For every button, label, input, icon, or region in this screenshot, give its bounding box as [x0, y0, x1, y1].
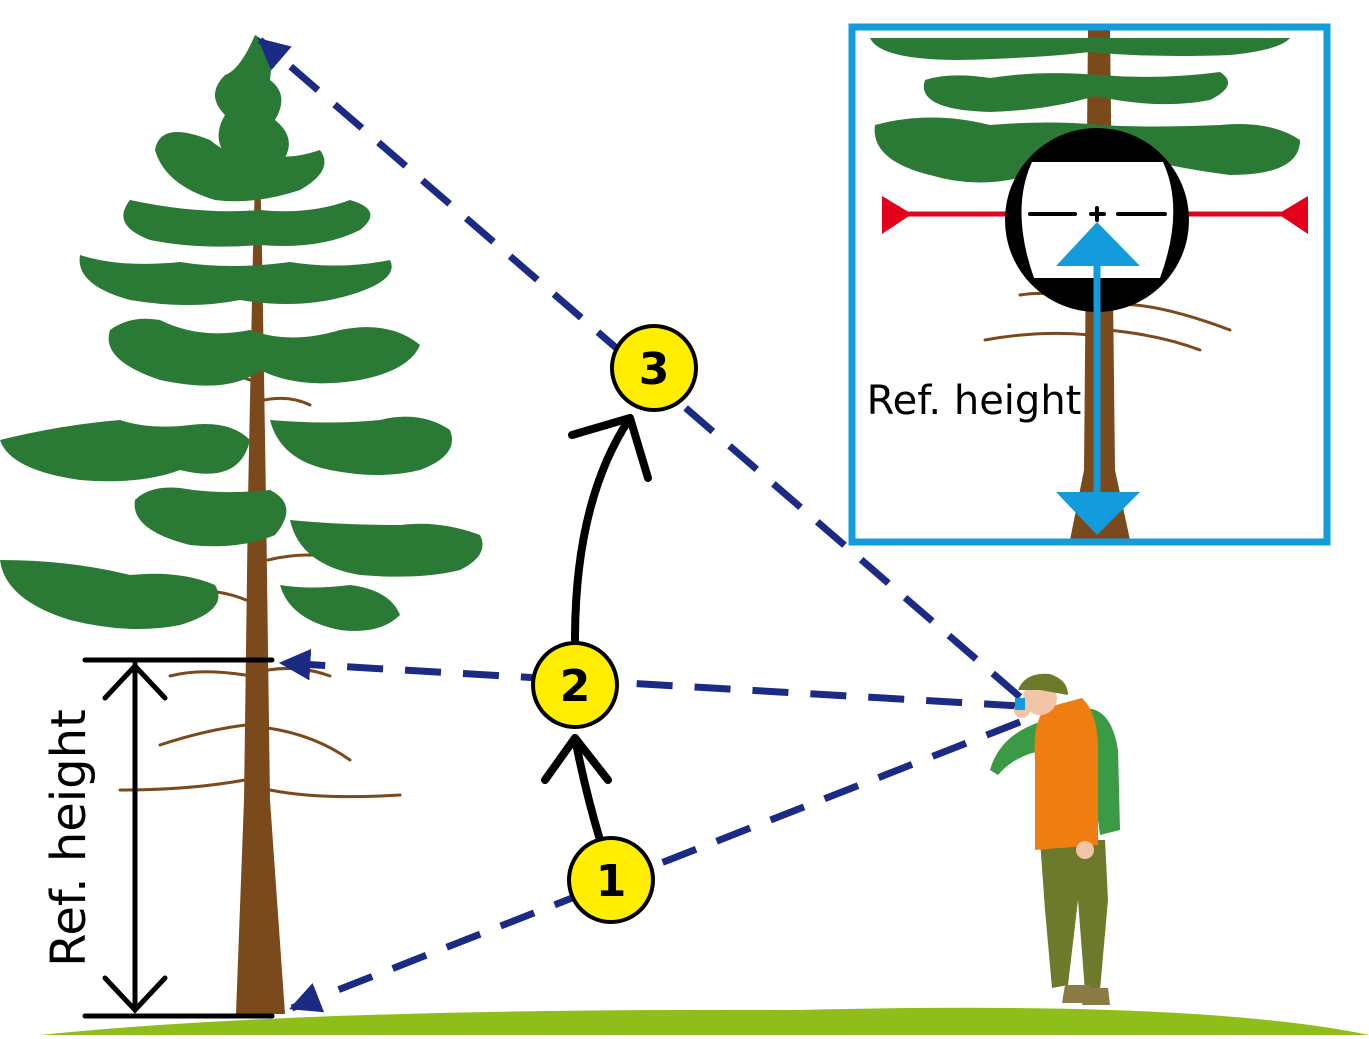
step-circle-1: 1 — [567, 836, 655, 924]
ref-height-label-vertical: Ref. height — [41, 709, 97, 967]
inset-ref-height-arrow — [1056, 222, 1140, 535]
sight-line-to-base — [289, 718, 1022, 1013]
svg-text:3: 3 — [639, 344, 670, 395]
person-cap — [1018, 673, 1068, 695]
person-vest — [1034, 698, 1099, 850]
svg-text:1: 1 — [596, 856, 627, 907]
sight-lines — [257, 37, 1023, 1013]
viewfinder-inset: Ref. height — [848, 23, 1331, 546]
person-trousers — [1040, 840, 1108, 992]
tree-foliage — [0, 35, 483, 631]
viewfinder-reticle — [1005, 128, 1189, 312]
svg-text:2: 2 — [560, 661, 591, 712]
sight-line-to-top — [257, 37, 1023, 700]
rangefinder-device — [1015, 698, 1025, 710]
viewfinder-frame — [848, 23, 1331, 546]
ground — [40, 1007, 1369, 1035]
step-arrows — [541, 414, 652, 844]
step-circle-2: 2 — [531, 641, 619, 729]
ref-height-label-inset: Ref. height — [867, 378, 1082, 424]
sight-line-to-reference — [278, 648, 1021, 710]
tree-trunk — [236, 80, 285, 1014]
person-with-rangefinder — [990, 673, 1120, 1005]
ref-height-marker — [82, 657, 275, 1019]
step-circle-3: 3 — [610, 324, 698, 412]
